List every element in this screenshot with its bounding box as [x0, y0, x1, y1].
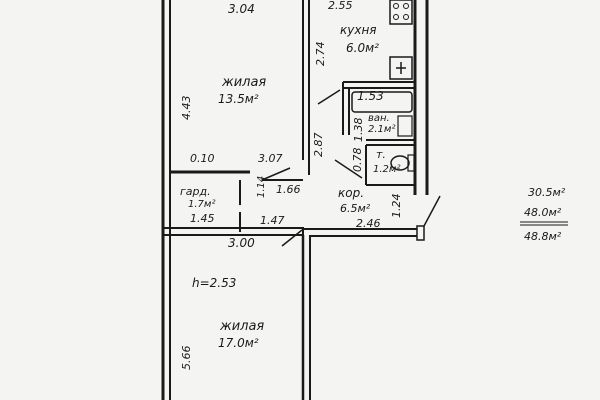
living2-length: 5.66 — [180, 346, 193, 371]
corridor-name: кор. — [338, 186, 364, 200]
kitchen-width: 2.55 — [328, 0, 353, 12]
kitchen-depth: 2.74 — [314, 42, 327, 67]
living1-door-leaf — [261, 167, 291, 181]
living1-area: 13.5м² — [218, 92, 259, 106]
corridor-width: 2.46 — [356, 217, 381, 230]
living2-name: жилая — [219, 319, 264, 334]
total-area: 48.8м² — [524, 230, 562, 243]
entrance-door-leaf — [423, 195, 441, 227]
toilet-tank-icon — [407, 154, 415, 172]
toilet-name: т. — [376, 148, 386, 161]
corridor-left-depth: 2.87 — [312, 133, 325, 158]
kitchen-door-leaf — [317, 89, 341, 105]
stove-burner-icon — [403, 3, 409, 9]
living1-name: жилая — [221, 75, 266, 90]
stove-burner-icon — [393, 3, 399, 9]
living1-length: 4.43 — [180, 96, 193, 121]
bath-name: ван. — [368, 113, 390, 124]
living2-door-leaf — [281, 229, 303, 247]
bath-width: 1.53 — [357, 89, 384, 103]
wardrobe-side: 1.14 — [256, 176, 267, 198]
toilet-area: 1.2м² — [373, 164, 400, 175]
corridor-seg2: 1.47 — [260, 214, 285, 227]
kitchen-name: кухня — [340, 23, 377, 37]
walls — [161, 0, 441, 400]
middle-wall — [162, 227, 304, 236]
living2-width: 3.00 — [228, 236, 255, 250]
toilet-icon — [390, 155, 410, 171]
total-living-area: 30.5м² — [528, 186, 566, 199]
toilet-width: 0.78 — [351, 148, 364, 173]
stove-burner-icon — [393, 14, 399, 20]
wardrobe-width: 1.45 — [190, 212, 215, 225]
corridor-side: 1.24 — [390, 194, 403, 219]
bathtub-icon — [351, 91, 413, 113]
entrance-post — [416, 225, 425, 241]
stove-burner-icon — [403, 14, 409, 20]
ceiling-height: h=2.53 — [192, 276, 236, 290]
top-room-width: 3.04 — [228, 2, 255, 16]
total-main-area: 48.0м² — [524, 206, 562, 219]
kitchen-area: 6.0м² — [346, 41, 379, 55]
fixtures — [351, 0, 415, 172]
stove-icon — [389, 0, 413, 25]
wardrobe-name: гард. — [180, 185, 211, 198]
bath-sink-icon — [397, 115, 413, 137]
bath-area: 2.1м² — [368, 124, 395, 135]
wardrobe-area: 1.7м² — [188, 199, 215, 210]
living1-width-low: 3.07 — [258, 152, 283, 165]
toilet-door-leaf — [334, 159, 363, 179]
living2-area: 17.0м² — [218, 336, 259, 350]
kitchen-sink-icon — [389, 56, 413, 80]
corridor-seg: 1.66 — [276, 183, 301, 196]
bath-length: 1.38 — [352, 118, 365, 143]
wall-gap: 0.10 — [190, 152, 215, 165]
labels: 3.04 2.55 кухня 6.0м² 2.74 жилая 13.5м² … — [180, 0, 403, 370]
corridor-area: 6.5м² — [340, 202, 371, 215]
area-totals: 30.5м² 48.0м² 48.8м² — [520, 186, 568, 243]
